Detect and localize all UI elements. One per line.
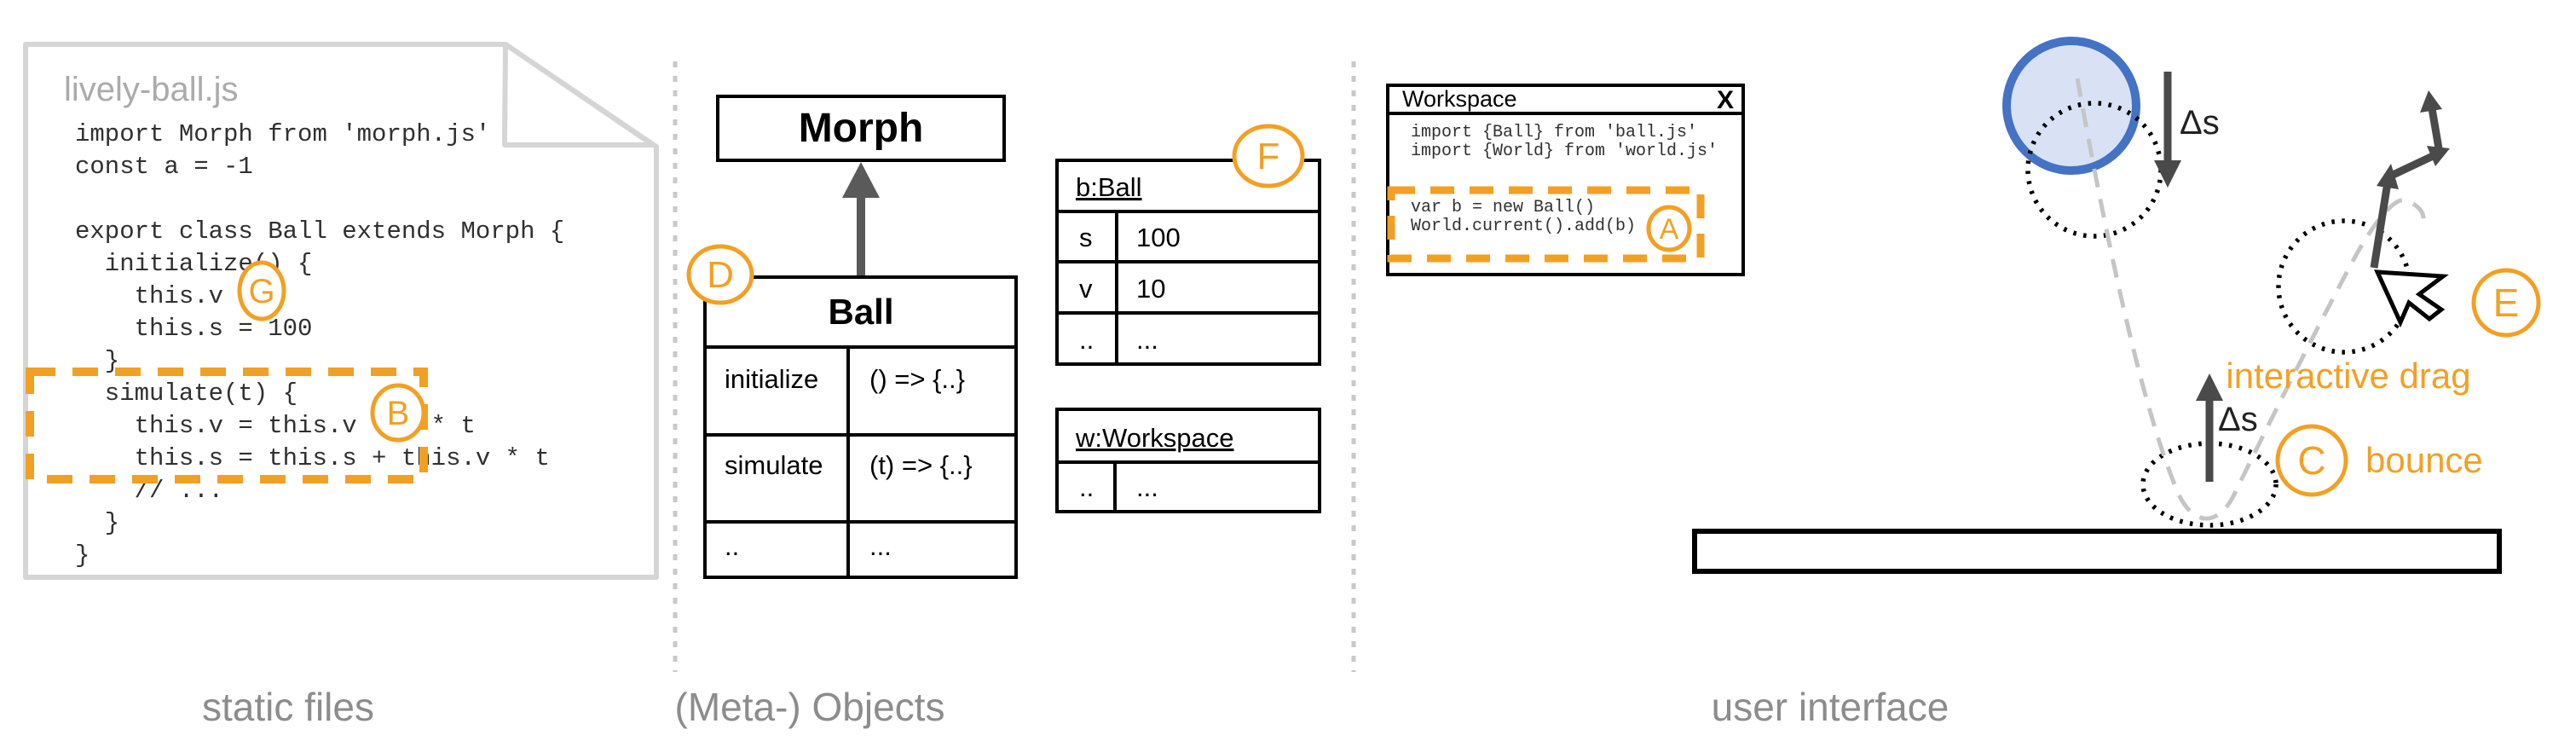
ball-table-frame — [703, 275, 1018, 579]
annotation-letter-g: G — [248, 273, 274, 310]
file-name: lively-ball.js — [64, 71, 239, 108]
workspace-code-line[interactable]: import {Ball} from 'ball.js' — [1411, 123, 1697, 142]
drag-motion-arrows — [2370, 90, 2450, 269]
inheritance-arrow-head — [842, 162, 880, 198]
annotation-circle-b — [370, 383, 426, 443]
file-card: lively-ball.js import Morph from 'morph.… — [23, 42, 659, 580]
workspace-window-title: Workspace — [1402, 86, 1517, 112]
workspace-instance-table: w:Workspace .. ... — [1055, 408, 1321, 513]
drag-segment — [2386, 152, 2434, 182]
table-cell: ... — [869, 531, 892, 561]
floor — [1692, 529, 2502, 574]
workspace-window: Workspace X import {Ball} from 'ball.js'… — [1386, 84, 1745, 276]
interactive-drag-label: interactive drag — [2226, 356, 2470, 396]
code-line: } — [75, 509, 119, 537]
annotation-letter-e: E — [2493, 281, 2520, 325]
trajectory-path — [2075, 78, 2426, 521]
section-label-static-files: static files — [202, 685, 374, 729]
highlight-box-a — [1387, 186, 1705, 263]
workspace-code-line[interactable]: import {World} from 'world.js' — [1411, 142, 1718, 161]
table-cell: initialize — [725, 364, 818, 394]
bounce-delta-label: Δs — [2218, 401, 2258, 438]
table-cell: .. — [1079, 325, 1094, 355]
code-line: const a = -1 — [75, 153, 253, 181]
code-line: } — [75, 541, 90, 570]
table-cell: s — [1079, 223, 1093, 252]
code-line: import Morph from 'morph.js' — [75, 120, 490, 148]
table-cell: .. — [1079, 472, 1094, 502]
fall-delta-label: Δs — [2180, 104, 2220, 142]
annotation-letter-c: C — [2297, 438, 2325, 483]
class-diagram: Morph Ball initialize () => {..} simulat… — [686, 95, 1321, 579]
ball-instance-table: b:Ball s 100 v 10 .. ... — [1055, 159, 1321, 366]
table-cell: .. — [725, 531, 739, 561]
ball-morph[interactable] — [2002, 37, 2140, 175]
code-line: simulate(t) { — [75, 379, 297, 408]
drag-arrow-head — [2420, 90, 2442, 113]
table-cell: v — [1079, 274, 1093, 304]
code-line: export class Ball extends Morph { — [75, 217, 564, 246]
ball-table-title: Ball — [828, 292, 893, 332]
fall-arrow-head — [2154, 160, 2181, 188]
table-cell: 10 — [1136, 274, 1165, 304]
folded-corner-icon — [502, 42, 656, 148]
workspace-code-line[interactable]: World.current().add(b) — [1411, 217, 1636, 236]
section-label-meta-objects: (Meta-) Objects — [675, 685, 945, 729]
code-line: this.s = this.s + this.v * t — [75, 444, 550, 472]
annotation-letter-b: B — [387, 395, 410, 432]
annotation-circle-e — [2471, 268, 2541, 338]
close-button[interactable]: X — [1717, 86, 1734, 114]
workspace-code-line[interactable]: var b = new Ball() — [1411, 198, 1595, 217]
bounce-arrow-head — [2196, 373, 2223, 401]
annotation-circle-a — [1646, 205, 1692, 252]
table-cell: (t) => {..} — [869, 450, 973, 480]
annotation-letter-a: A — [1660, 213, 1679, 246]
table-cell: () => {..} — [869, 364, 965, 394]
ball-simulation-illustration: Δs Δs C bounce E interactive drag — [1692, 37, 2541, 574]
instance-table-title: b:Ball — [1076, 172, 1142, 202]
annotation-letter-d: D — [707, 254, 734, 296]
table-cell: ... — [1136, 472, 1158, 502]
file-card-outline — [23, 42, 659, 580]
code-line: this.s = 100 — [75, 315, 312, 343]
workspace-table-title: w:Workspace — [1075, 423, 1234, 453]
morph-class-label: Morph — [799, 106, 924, 151]
annotation-circle-f — [1232, 124, 1305, 188]
annotation-circle-d — [686, 244, 754, 305]
drag-arrow-head — [2427, 146, 2450, 166]
table-cell: ... — [1136, 325, 1158, 355]
ball-class-table: Ball initialize () => {..} simulate (t) … — [703, 275, 1018, 579]
table-cell: 100 — [1136, 223, 1181, 252]
annotation-circle-c — [2275, 424, 2348, 497]
section-label-user-interface: user interface — [1712, 685, 1949, 729]
table-cell: simulate — [725, 450, 823, 480]
bounce-label: bounce — [2365, 440, 2483, 480]
annotation-letter-f: F — [1257, 136, 1280, 177]
cursor-icon[interactable] — [2373, 269, 2449, 328]
drag-segment — [2428, 107, 2444, 154]
morph-class-box — [716, 95, 1006, 162]
annotation-circle-g — [237, 260, 286, 321]
drag-segment — [2370, 182, 2392, 269]
highlight-box-b — [26, 368, 428, 483]
